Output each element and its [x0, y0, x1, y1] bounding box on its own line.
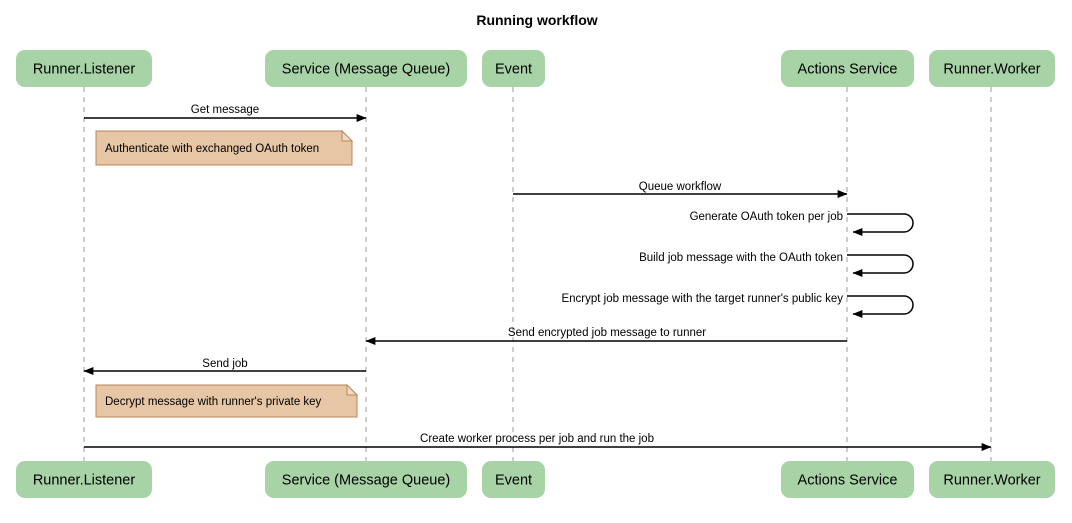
message-label: Encrypt job message with the target runn… [561, 293, 843, 305]
participant-footers: Runner.Listener Service (Message Queue) Ev… [16, 461, 1055, 498]
notes-layer: Authenticate with exchanged OAuth tokenD… [95, 129, 359, 418]
participant-runner-worker-footer[interactable]: Runner.Worker [929, 461, 1055, 498]
message-label: Generate OAuth token per job [690, 211, 843, 223]
participant-runner-worker-header[interactable]: Runner.Worker [929, 50, 1055, 87]
message-label: Queue workflow [639, 181, 722, 193]
participant-label: Actions Service [798, 62, 898, 78]
note-body [95, 384, 358, 418]
message-send-job[interactable]: Send job [83, 358, 366, 375]
participant-box [265, 461, 467, 498]
participant-box [781, 461, 914, 498]
participant-event-header[interactable]: Event [482, 50, 545, 87]
message-label: Send encrypted job message to runner [508, 327, 706, 339]
page-title: Running workflow [476, 12, 597, 28]
note-fold-corner-icon [341, 129, 354, 142]
participant-box [781, 50, 914, 87]
participant-box [929, 461, 1055, 498]
participant-box [929, 50, 1055, 87]
participant-label: Runner.Listener [33, 473, 136, 489]
message-create-worker-process-per-job-and-run-the-job[interactable]: Create worker process per job and run th… [84, 433, 992, 451]
participant-box [482, 461, 545, 498]
note-label: Decrypt message with runner's private ke… [105, 396, 322, 408]
self-message-path [847, 254, 914, 277]
note-label: Authenticate with exchanged OAuth token [105, 143, 319, 155]
note-fold-corner-icon [346, 383, 359, 396]
participant-box [482, 50, 545, 87]
note-decrypt-message-with-runners-private-key[interactable]: Decrypt message with runner's private ke… [95, 383, 359, 418]
self-message-path [847, 213, 914, 236]
participant-service-message-queue-header[interactable]: Service (Message Queue) [265, 50, 467, 87]
participant-label: Event [495, 473, 532, 489]
note-authenticate-with-exchanged-oauth-token[interactable]: Authenticate with exchanged OAuth token [95, 129, 354, 166]
participant-headers: Runner.Listener Service (Message Queue) Ev… [16, 50, 1055, 87]
participant-runner-listener-footer[interactable]: Runner.Listener [16, 461, 152, 498]
participant-box [16, 461, 152, 498]
message-send-encrypted-job-message-to-runner[interactable]: Send encrypted job message to runner [365, 327, 847, 345]
participant-label: Event [495, 62, 532, 78]
participant-runner-listener-header[interactable]: Runner.Listener [16, 50, 152, 87]
message-label: Build job message with the OAuth token [639, 252, 843, 264]
message-get-message[interactable]: Get message [84, 104, 367, 122]
participant-actions-service-footer[interactable]: Actions Service [781, 461, 914, 498]
participant-service-message-queue-footer[interactable]: Service (Message Queue) [265, 461, 467, 498]
message-generate-oauth-token-per-job[interactable]: Generate OAuth token per job [690, 211, 914, 236]
participant-label: Service (Message Queue) [282, 473, 450, 489]
participant-label: Actions Service [798, 473, 898, 489]
message-build-job-message-with-the-oauth-token[interactable]: Build job message with the OAuth token [639, 252, 914, 277]
participant-label: Runner.Listener [33, 62, 136, 78]
participant-actions-service-header[interactable]: Actions Service [781, 50, 914, 87]
message-label: Create worker process per job and run th… [420, 433, 654, 445]
message-label: Get message [191, 104, 259, 116]
message-encrypt-job-message-with-the-target-runners-public-key[interactable]: Encrypt job message with the target runn… [561, 293, 914, 318]
participant-label: Runner.Worker [943, 62, 1040, 78]
participant-label: Service (Message Queue) [282, 62, 450, 78]
participant-box [265, 50, 467, 87]
message-queue-workflow[interactable]: Queue workflow [513, 181, 848, 198]
participant-event-footer[interactable]: Event [482, 461, 545, 498]
self-message-path [847, 295, 914, 318]
message-label: Send job [202, 358, 247, 370]
note-body [95, 130, 353, 166]
lifelines-layer [83, 87, 992, 461]
participant-label: Runner.Worker [943, 473, 1040, 489]
participant-box [16, 50, 152, 87]
